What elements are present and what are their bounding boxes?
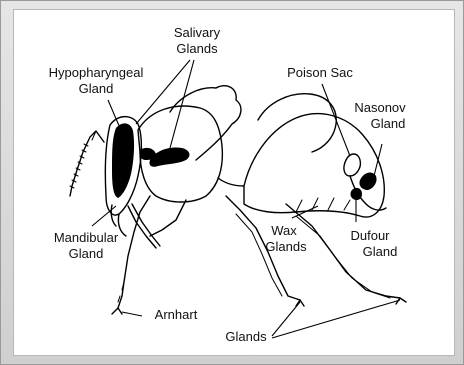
antenna — [70, 131, 104, 196]
hypopharyngeal-gland — [112, 123, 134, 198]
label-arnhart: Arnhart — [155, 307, 198, 322]
label-poison-sac: Poison Sac — [287, 65, 353, 80]
label-mandibular-line2: Gland — [69, 246, 104, 261]
label-nasonov-line1: Nasonov — [354, 100, 406, 115]
hypopharyngeal-leader — [108, 100, 120, 128]
label-glands: Glands — [225, 329, 267, 344]
label-salivary-line2: Glands — [176, 41, 218, 56]
label-mandibular-line1: Mandibular — [54, 230, 119, 245]
proboscis — [128, 204, 160, 248]
label-dufour-line2: Gland — [363, 244, 398, 259]
mandibular-leader — [92, 206, 116, 226]
label-salivary-line1: Salivary — [174, 25, 221, 40]
salivary-gland-head — [139, 148, 156, 160]
label-hypopharyngeal-line2: Gland — [79, 81, 114, 96]
label-dufour-line1: Dufour — [350, 228, 390, 243]
salivary-gland-thoracic — [149, 148, 189, 167]
front-foot-claw — [112, 308, 122, 314]
petiole — [218, 178, 244, 186]
front-leg — [118, 196, 150, 308]
salivary-leader-1 — [136, 60, 190, 124]
label-hypopharyngeal-line1: Hypopharyngeal — [49, 65, 144, 80]
abdomen-sternites — [296, 198, 350, 212]
hindwing — [258, 94, 336, 152]
poison-sac-leader — [322, 84, 350, 156]
middle-leg — [150, 200, 186, 236]
label-wax-line1: Wax — [271, 223, 297, 238]
nasonov-leader — [374, 144, 382, 176]
label-nasonov-line2: Gland — [371, 116, 406, 131]
salivary-leader-2 — [170, 60, 194, 148]
label-wax-line2: Glands — [265, 239, 307, 254]
glands-leader-2 — [272, 300, 400, 338]
poison-sac — [344, 154, 360, 176]
arnhart-leader — [122, 312, 142, 316]
